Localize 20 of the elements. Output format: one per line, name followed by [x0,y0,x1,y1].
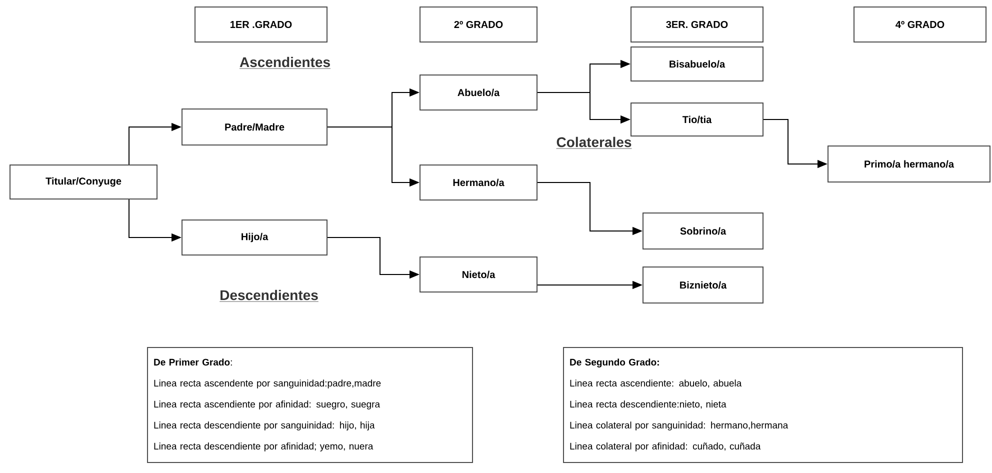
relative-box: Biznieto/a [642,266,764,304]
note-box: De Primer Grado: Linea recta ascendente por sanguinidad:padre,madre Linea recta ascendiente por afinidad: suegro, suegra Linea recta descendiente por sanguinidad: hijo, hija Linea recta descendiente por afinidad; yemo, nuera [147,347,473,463]
relative-box: Padre/Madre [182,108,328,146]
relative-box: Nieto/a [420,256,538,292]
relative-box: Tio/tia [630,102,764,136]
header-box: 2º GRADO [420,6,538,42]
relative-box: Hermano/a [420,164,538,200]
section-label: Descendientes [219,290,319,302]
header-box: 3ER. GRADO [630,6,764,42]
relative-box: Hijo/a [182,220,328,256]
note-box: De Segundo Grado: Linea recta ascendiente: abuelo, abuela Linea recta descendiente:nieto, nieta Linea colateral por sanguinidad: hermano,hermana Linea colateral por afinidad: cuñado, cuñada [563,347,963,463]
relative-box: Sobrino/a [642,212,764,250]
header-box: 4º GRADO [854,6,986,42]
section-label: Ascendientes [239,56,331,69]
header-box: 1ER .GRADO [194,6,328,42]
section-label: Colaterales [556,136,632,149]
relative-box: Titular/Conyuge [10,164,158,200]
relative-box: Bisabuelo/a [630,46,764,82]
relative-box: Primo/a hermano/a [828,146,990,182]
relative-box: Abuelo/a [420,74,538,110]
